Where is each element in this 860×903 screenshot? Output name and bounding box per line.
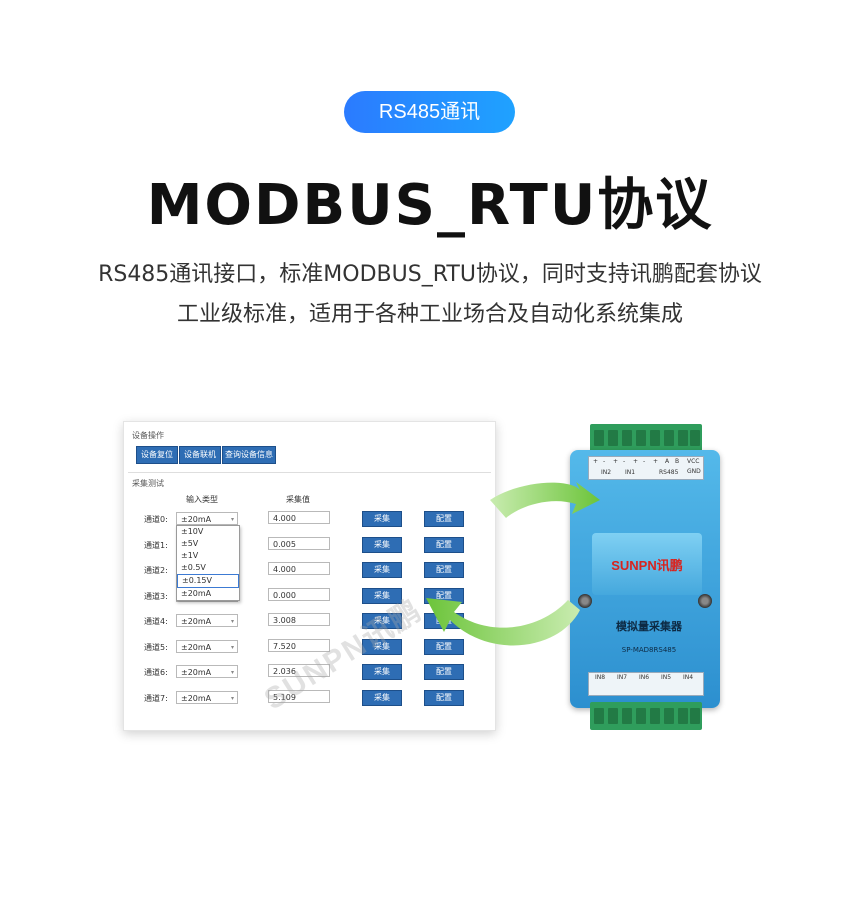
collected-value-field[interactable]: 4.000: [268, 511, 330, 524]
analog-acquisition-device: + - + - + - + A B VCC GND IN2 IN1 RS485 …: [566, 424, 724, 734]
collected-value-field[interactable]: 0.005: [268, 536, 330, 550]
channel-label: 通道3:: [144, 591, 168, 601]
config-button[interactable]: 配置: [424, 562, 464, 578]
collect-button[interactable]: 采集: [362, 511, 402, 527]
collected-value-field[interactable]: 7.520: [268, 638, 330, 652]
input-type-value: ±20mA: [181, 515, 212, 524]
input-type-select[interactable]: ±20mA ▾: [176, 512, 238, 525]
dropdown-option[interactable]: ±1V: [181, 551, 199, 560]
chevron-down-icon: ▾: [230, 618, 234, 625]
query-device-info-button[interactable]: 查询设备信息: [222, 446, 276, 464]
channel-label: 通道4:: [144, 617, 168, 626]
top-terminal-block: [590, 424, 702, 452]
top-label-strip: + - + - + - + A B VCC GND IN2 IN1 RS485: [588, 456, 704, 480]
device-connect-button[interactable]: 设备联机: [179, 446, 221, 464]
chevron-down-icon: ▾: [230, 694, 234, 702]
input-type-select[interactable]: ±20mA ▾: [176, 665, 238, 678]
bottom-label-strip: IN8 IN7 IN6 IN5 IN4: [588, 672, 704, 696]
input-type-dropdown[interactable]: ±10V ±5V ±1V ±0.5V ±0.15V ±20mA: [176, 525, 240, 601]
rs485-badge: RS485通讯: [344, 91, 515, 133]
collect-button[interactable]: 采集: [362, 536, 402, 553]
dropdown-option-selected[interactable]: ±0.15V: [177, 574, 239, 588]
config-button[interactable]: 配置: [424, 511, 464, 527]
chevron-down-icon: ▾: [230, 516, 234, 523]
software-panel: 设备操作 设备复位 设备联机 查询设备信息 采集测试 输入类型 采集值 通道0:…: [123, 421, 496, 731]
collected-value-field[interactable]: 0.000: [268, 587, 330, 601]
chevron-down-icon: ▾: [230, 643, 234, 651]
bottom-terminal-block: [590, 702, 702, 730]
collected-value-field[interactable]: 3.008: [268, 613, 330, 626]
input-type-value: ±20mA: [181, 617, 212, 626]
device-model: SP-MAD8RS485: [621, 646, 677, 654]
config-button[interactable]: 配置: [424, 536, 464, 553]
collected-value-field[interactable]: 5.109: [268, 689, 330, 703]
page-title: MODBUS_RTU协议: [146, 173, 714, 238]
input-type-header: 输入类型: [186, 495, 218, 504]
device-ops-label: 设备操作: [132, 431, 164, 440]
channel-label: 通道1:: [144, 540, 168, 550]
collect-button[interactable]: 采集: [362, 562, 402, 578]
device-name: 模拟量采集器: [616, 620, 682, 633]
collect-button[interactable]: 采集: [362, 613, 402, 629]
channel-label: 通道6:: [144, 668, 168, 677]
description-line-2: 工业级标准，适用于各种工业场合及自动化系统集成: [176, 302, 683, 327]
acquisition-label: 采集测试: [132, 479, 164, 488]
input-type-select[interactable]: ±20mA ▾: [176, 639, 238, 653]
config-button[interactable]: 配置: [424, 689, 464, 706]
section-divider: [128, 472, 491, 473]
input-type-value: ±20mA: [181, 668, 212, 677]
device-body: + - + - + - + A B VCC GND IN2 IN1 RS485 …: [570, 450, 720, 708]
channel-label: 通道5:: [144, 642, 168, 652]
dropdown-option[interactable]: ±0.5V: [181, 563, 206, 572]
channel-label: 通道2:: [144, 566, 168, 575]
screw-icon: [698, 594, 712, 608]
config-button[interactable]: 配置: [424, 638, 464, 655]
collect-button[interactable]: 采集: [362, 689, 402, 706]
channel-label: 通道7:: [144, 693, 168, 703]
collected-value-field[interactable]: 4.000: [268, 562, 330, 575]
input-type-value: ±20mA: [181, 693, 212, 703]
screw-icon: [578, 594, 592, 608]
collected-value-field[interactable]: 2.036: [268, 664, 330, 677]
description-line-1: RS485通讯接口，标准MODBUS_RTU协议，同时支持讯鹏配套协议: [98, 262, 762, 287]
dropdown-option[interactable]: ±20mA: [181, 589, 212, 598]
config-button[interactable]: 配置: [424, 664, 464, 680]
dropdown-option[interactable]: ±10V: [181, 527, 204, 536]
device-reset-button[interactable]: 设备复位: [136, 446, 178, 464]
brand-plate: SUNPN讯鹏: [592, 533, 702, 595]
chevron-down-icon: ▾: [230, 669, 234, 676]
brand-logo: SUNPN讯鹏: [611, 558, 683, 573]
collect-button[interactable]: 采集: [362, 638, 402, 655]
input-type-select[interactable]: ±20mA ▾: [176, 614, 238, 627]
collect-button[interactable]: 采集: [362, 664, 402, 680]
collect-button[interactable]: 采集: [362, 587, 402, 604]
bidirectional-arrow-icon: [426, 482, 600, 646]
input-type-select[interactable]: ±20mA ▾: [176, 690, 238, 704]
input-type-value: ±20mA: [181, 642, 212, 652]
channel-label: 通道0:: [144, 515, 168, 524]
value-header: 采集值: [286, 495, 310, 504]
dropdown-option[interactable]: ±5V: [181, 539, 199, 548]
